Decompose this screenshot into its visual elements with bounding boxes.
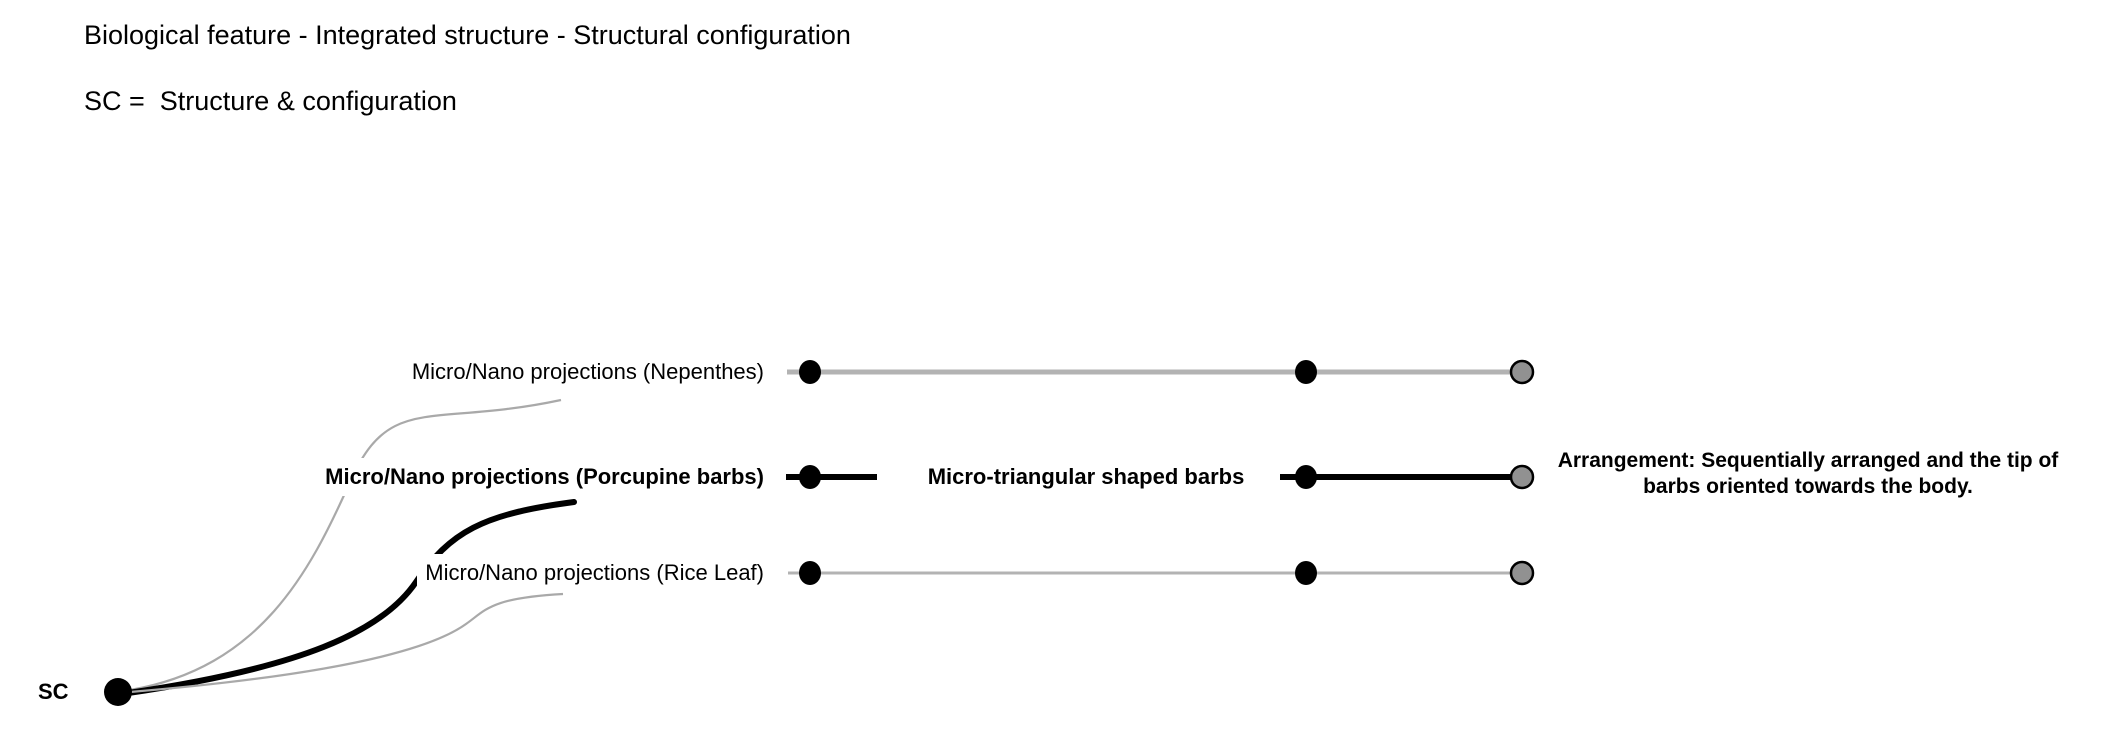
feature-label-micro-triangular: Micro-triangular shaped barbs xyxy=(927,464,1245,489)
nepenthes-start-node xyxy=(799,360,821,384)
root-label: SC xyxy=(38,679,69,704)
branch-label-rice-leaf: Micro/Nano projections (Rice Leaf) xyxy=(417,554,772,592)
branch-label-nepenthes: Micro/Nano projections (Nepenthes) xyxy=(403,353,772,391)
diagram-title: Biological feature - Integrated structur… xyxy=(84,20,851,50)
porcupine-mid-node xyxy=(1295,465,1317,489)
nepenthes-end-node xyxy=(1509,359,1535,385)
rice-leaf-start-node xyxy=(799,561,821,585)
nepenthes-mid-node xyxy=(1295,360,1317,384)
edge-root-to-nepenthes xyxy=(129,398,562,692)
root-node-dot xyxy=(104,678,132,706)
edge-root-to-porcupine xyxy=(125,499,577,696)
porcupine-end-node xyxy=(1509,464,1535,490)
rice-leaf-end-node xyxy=(1509,560,1535,586)
arrangement-annotation: Arrangement: Sequentially arranged and t… xyxy=(1557,449,2059,498)
branch-label-porcupine: Micro/Nano projections (Porcupine barbs) xyxy=(317,458,772,496)
porcupine-start-node xyxy=(799,465,821,489)
edge-root-to-rice-leaf xyxy=(129,592,564,694)
rice-leaf-mid-node xyxy=(1295,561,1317,585)
legend-text: SC = Structure & configuration xyxy=(84,86,457,116)
